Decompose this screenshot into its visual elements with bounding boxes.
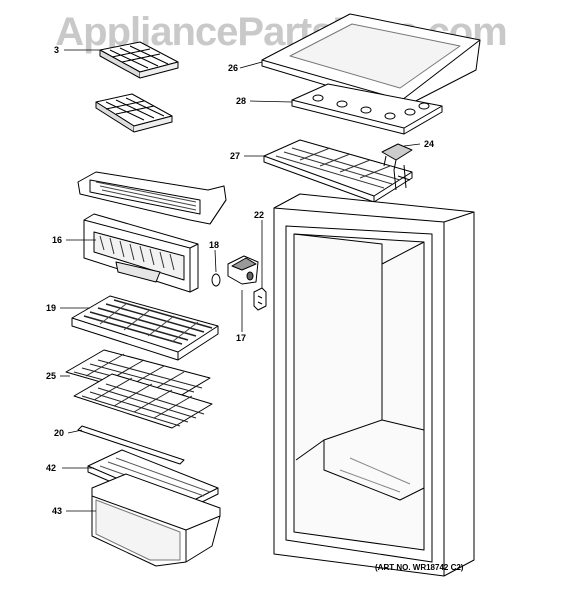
refrigerator-cabinet[interactable] [273, 193, 475, 577]
thermostat-control[interactable] [381, 143, 413, 191]
callout-25: 25 [46, 371, 57, 381]
callout-24: 24 [424, 139, 435, 149]
callout-27: 27 [230, 151, 241, 161]
callout-42: 42 [46, 463, 57, 473]
callout-17: 17 [236, 333, 247, 343]
insulation-panel[interactable] [291, 83, 443, 135]
callout-3: 3 [54, 45, 60, 55]
ice-tray-upper[interactable] [99, 41, 179, 79]
hinge[interactable] [253, 287, 267, 311]
shelf-trim[interactable] [77, 425, 185, 465]
callout-16: 16 [52, 235, 63, 245]
callout-20: 20 [54, 428, 65, 438]
callout-43: 43 [52, 506, 63, 516]
callout-19: 19 [46, 303, 57, 313]
freezer-compartment[interactable] [77, 171, 227, 225]
ice-tray-lower[interactable] [95, 93, 173, 133]
callout-22: 22 [254, 210, 265, 220]
callout-18: 18 [209, 240, 220, 250]
art-number: (ART NO. WR18742 C2) [375, 563, 464, 572]
crisper-drawer[interactable] [91, 473, 221, 567]
wire-shelf-lower[interactable] [73, 373, 213, 429]
top-cover[interactable] [261, 13, 481, 109]
callout-28: 28 [236, 96, 247, 106]
knob[interactable] [211, 273, 221, 287]
top-grille-tray[interactable] [263, 139, 413, 203]
chiller-tray[interactable] [71, 295, 219, 361]
control-housing[interactable] [227, 255, 259, 285]
callout-26: 26 [228, 63, 239, 73]
freezer-door[interactable] [83, 213, 199, 293]
